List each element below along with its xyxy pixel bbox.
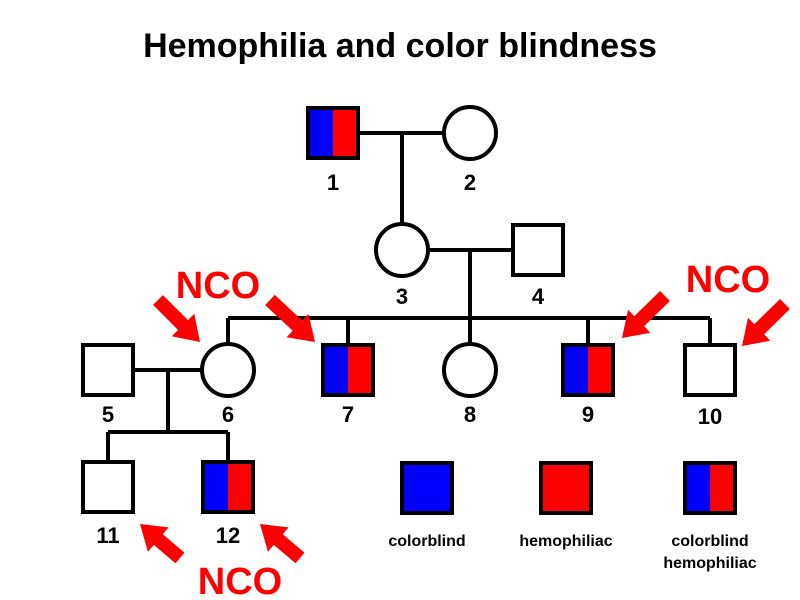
individual-12 — [201, 460, 255, 514]
individual-8-circle — [442, 342, 498, 398]
individual-7-fill-colorblind — [323, 345, 348, 395]
individual-7-fill-hemophiliac — [348, 345, 373, 395]
individual-4 — [511, 223, 565, 277]
individual-4-square — [511, 223, 565, 277]
legend-colorblind-square — [400, 461, 454, 515]
individual-8 — [442, 342, 498, 398]
individual-label-4: 4 — [532, 284, 545, 309]
individual-7 — [321, 343, 375, 397]
arrow-icon — [140, 524, 185, 564]
individual-11-square — [81, 460, 135, 514]
legend-label-colorblind-hemophiliac-2: hemophiliac — [663, 555, 756, 572]
individual-9-square — [561, 343, 615, 397]
legend-label-colorblind-hemophiliac-1: colorblind — [671, 533, 748, 550]
arrow-shape-1 — [153, 295, 200, 342]
individual-3-circle — [374, 222, 430, 278]
individual-label-8: 8 — [464, 402, 476, 427]
arrow-shape-4 — [742, 299, 790, 346]
diagram-title: Hemophilia and color blindness — [143, 27, 657, 65]
arrow-shape-2 — [265, 294, 315, 342]
legend-colorblind-hemophiliac-fill-hemophiliac — [710, 463, 735, 513]
arrow-icon — [260, 524, 305, 564]
individual-1-fill-colorblind — [308, 108, 333, 158]
individual-10 — [683, 343, 737, 397]
individual-6 — [200, 342, 256, 398]
individual-3 — [374, 222, 430, 278]
individual-label-5: 5 — [102, 402, 114, 427]
individual-label-10: 10 — [698, 404, 722, 429]
individual-1 — [306, 106, 360, 160]
individual-label-12: 12 — [216, 523, 240, 548]
individual-label-6: 6 — [222, 402, 234, 427]
legend-colorblind-hemophiliac-square — [683, 461, 737, 515]
individual-label-11: 11 — [96, 523, 119, 548]
arrow-icon — [153, 295, 200, 342]
individual-label-1: 1 — [327, 170, 339, 195]
individual-9 — [561, 343, 615, 397]
individual-label-7: 7 — [342, 402, 354, 427]
nco-label-left: NCO — [176, 265, 260, 307]
legend-hemophiliac-square — [539, 461, 593, 515]
legend-label-hemophiliac: hemophiliac — [519, 533, 612, 550]
individual-11 — [81, 460, 135, 514]
individual-6-circle — [200, 342, 256, 398]
nco-label-right: NCO — [686, 259, 770, 301]
individual-label-9: 9 — [582, 402, 594, 427]
arrow-shape-3 — [622, 291, 670, 338]
individual-12-fill-hemophiliac — [228, 462, 253, 512]
individual-1-fill-hemophiliac — [333, 108, 358, 158]
individual-2 — [442, 105, 498, 161]
legend-symbol-colorblind — [400, 461, 454, 515]
nco-label-bottom: NCO — [198, 561, 282, 600]
legend-symbol-hemophiliac — [539, 461, 593, 515]
individual-9-fill-hemophiliac — [588, 345, 613, 395]
arrow-shape-6 — [260, 524, 305, 564]
individual-10-square — [683, 343, 737, 397]
individual-5 — [81, 343, 135, 397]
arrow-icon — [742, 299, 790, 346]
legend-symbol-colorblind-hemophiliac — [683, 461, 737, 515]
individual-1-square — [306, 106, 360, 160]
individual-label-3: 3 — [396, 284, 408, 309]
individual-7-square — [321, 343, 375, 397]
arrow-icon — [265, 294, 315, 342]
legend-colorblind-hemophiliac-fill-colorblind — [685, 463, 710, 513]
individual-12-square — [201, 460, 255, 514]
individual-9-fill-colorblind — [563, 345, 588, 395]
individual-label-2: 2 — [464, 170, 476, 195]
individual-5-square — [81, 343, 135, 397]
legend-label-colorblind: colorblind — [388, 533, 465, 550]
arrow-shape-5 — [140, 524, 185, 564]
arrow-icon — [622, 291, 670, 338]
individual-12-fill-colorblind — [203, 462, 228, 512]
individual-2-circle — [442, 105, 498, 161]
